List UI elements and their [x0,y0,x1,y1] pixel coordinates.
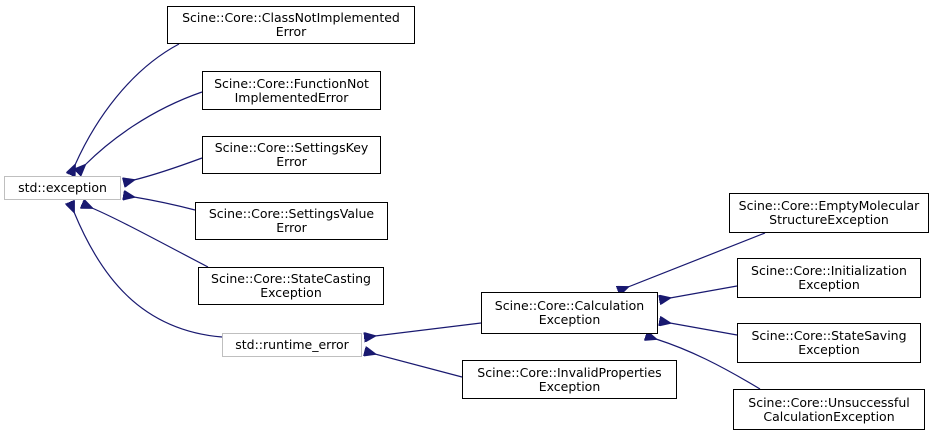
node-std-runtime-error[interactable]: std::runtime_error [222,333,362,357]
edge-state_saving-to-calculation [670,323,738,336]
node-label-line: Exception [260,285,322,300]
node-label-line: std::exception [18,180,107,195]
node-std-exception[interactable]: std::exception [4,176,121,200]
node-label-line: Scine::Core::StateSaving [751,328,907,343]
node-label-line: CalculationException [763,408,895,424]
node-label-line: Exception [538,312,601,327]
edge-invalid_properties-to-runtime_error [375,354,463,378]
node-label-line: Scine::Core::EmptyMolecular [738,198,920,213]
node-label-line: Error [275,24,307,39]
edge-class_not_implemented-to-std_exception [75,43,180,165]
node-label-line: Scine::Core::StateCasting [211,271,371,286]
node-label-line: Scine::Core::SettingsValue [208,206,375,221]
node-label-line: ImplementedError [234,89,349,105]
node-label-line: Exception [798,342,860,357]
node-label-line: Scine::Core::FunctionNot [214,75,369,91]
node-label-line: Error [276,154,307,169]
node-label-line: Scine::Core::ClassNotImplemented [182,10,400,25]
node-label-line: Error [276,220,307,235]
edge-function_not_implemented-to-std_exception [85,91,203,165]
node-label-line: Scine::Core::Calculation [494,298,645,313]
edge-empty_molecular-to-calculation [628,232,766,287]
edge-settings_key-to-std_exception [134,157,203,180]
edge-unsuccessful-to-calculation [656,339,761,390]
edge-settings_value-to-std_exception [134,197,196,211]
edge-calculation-to-runtime_error [375,322,482,336]
node-label-line: StructureException [769,212,889,227]
node-label-line: Exception [538,378,601,394]
node-label-line: Scine::Core::InvalidProperties [477,364,662,380]
node-label-line: Scine::Core::SettingsKey [214,140,369,155]
edge-runtime_error-to-std_exception [74,212,223,338]
edge-state_casting-to-std_exception [92,208,209,268]
node-label-line: Exception [798,277,860,292]
edge-initialization-to-calculation [670,285,738,298]
node-label-line: std::runtime_error [235,337,349,352]
node-label-line: Scine::Core::Unsuccessful [748,394,910,410]
node-label-line: Scine::Core::Initialization [751,263,907,278]
